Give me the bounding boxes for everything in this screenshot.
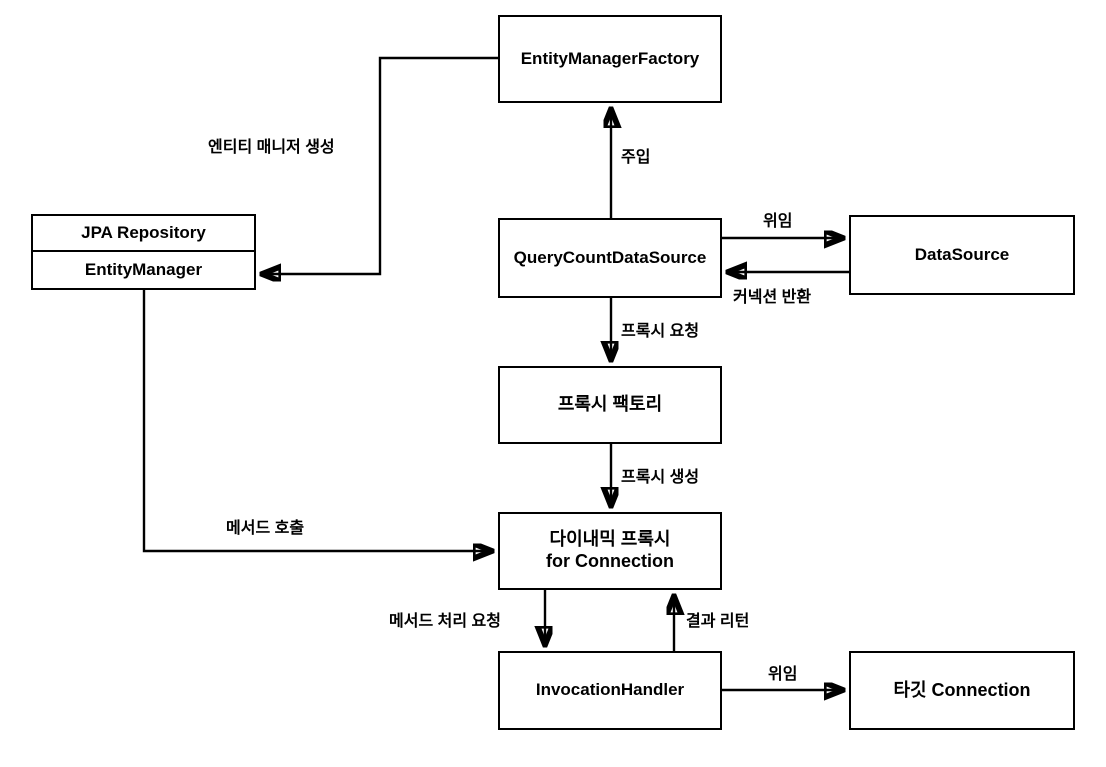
node-label: InvocationHandler xyxy=(535,680,685,700)
node-jpa-repository-entity-manager[interactable]: JPA Repository EntityManager xyxy=(31,214,256,290)
node-label: 프록시 팩토리 xyxy=(557,394,663,415)
node-label: EntityManagerFactory xyxy=(520,48,700,68)
edge-label-proxy-factory-to-dynamic-proxy: 프록시 생성 xyxy=(621,469,700,486)
edge-label-emf-to-entity-manager: 엔티티 매니저 생성 xyxy=(208,139,335,156)
node-label-line2: for Connection xyxy=(546,551,674,571)
node-label: QueryCountDataSource xyxy=(513,247,707,267)
edge-entity-manager-to-dynamic-proxy xyxy=(142,290,491,551)
node-datasource[interactable]: DataSource xyxy=(849,215,1075,295)
node-label: DataSource xyxy=(914,244,1010,264)
edge-label-dynamic-proxy-to-handler: 메서드 처리 요청 xyxy=(389,613,501,630)
node-invocation-handler[interactable]: InvocationHandler xyxy=(498,651,722,730)
node-label-line1: 다이내믹 프록시 xyxy=(549,529,671,550)
node-jpa-repository[interactable]: JPA Repository xyxy=(33,216,254,252)
node-entity-manager[interactable]: EntityManager xyxy=(33,252,254,288)
edge-label-entity-manager-to-dynamic-proxy: 메서드 호출 xyxy=(226,520,305,537)
node-label: EntityManager xyxy=(84,260,203,279)
node-query-count-datasource[interactable]: QueryCountDataSource xyxy=(498,218,722,298)
edge-label-handler-to-target: 위임 xyxy=(768,666,798,683)
node-target-connection[interactable]: 타깃 Connection xyxy=(849,651,1075,730)
edge-label-qcds-to-datasource: 위임 xyxy=(763,213,793,230)
node-label: JPA Repository xyxy=(81,223,206,242)
node-dynamic-proxy[interactable]: 다이내믹 프록시 for Connection xyxy=(498,512,722,590)
edge-label-qcds-to-proxy-factory: 프록시 요청 xyxy=(621,323,700,340)
edge-label-datasource-to-qcds: 커넥션 반환 xyxy=(733,289,812,306)
edge-emf-to-entity-manager xyxy=(263,56,498,274)
node-entity-manager-factory[interactable]: EntityManagerFactory xyxy=(498,15,722,103)
node-proxy-factory[interactable]: 프록시 팩토리 xyxy=(498,366,722,444)
node-label: 타깃 Connection xyxy=(893,679,1031,700)
edge-label-qcds-to-emf: 주입 xyxy=(621,149,651,166)
edge-label-handler-to-dynamic-proxy: 결과 리턴 xyxy=(686,613,750,630)
